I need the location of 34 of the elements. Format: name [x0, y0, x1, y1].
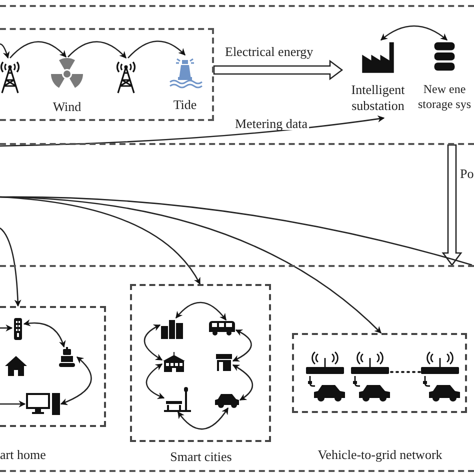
double-arrow — [232, 364, 254, 401]
dotted-line — [390, 371, 421, 373]
group-title: art home — [0, 448, 46, 461]
edge-label: Electrical energy — [224, 45, 314, 58]
arrow — [0, 324, 13, 332]
arrow — [0, 400, 26, 408]
dashed-region — [0, 265, 474, 472]
group-title: Vehicle-to-grid network — [318, 448, 442, 461]
node-label: Wind — [52, 99, 82, 116]
arrow — [0, 115, 385, 147]
double-arrow — [60, 356, 92, 405]
double-arrow — [144, 324, 163, 361]
dashed-region — [0, 28, 214, 121]
arrow — [0, 43, 10, 59]
double-arrow — [177, 407, 229, 430]
double-arrow — [146, 363, 165, 399]
double-arrow — [232, 329, 252, 362]
double-arrow — [176, 302, 226, 321]
node-label: New ene storage sys — [417, 82, 472, 112]
arrow — [128, 40, 186, 58]
double-arrow — [23, 320, 66, 348]
node-label: Tide — [173, 97, 197, 114]
hollow-arrow — [442, 144, 462, 266]
group-title: Smart cities — [170, 450, 232, 463]
arrow — [0, 196, 382, 334]
arrow — [0, 228, 22, 307]
arrow — [0, 196, 201, 285]
arrow — [10, 41, 66, 58]
arrow — [68, 41, 126, 58]
node-label: Intelligent substation — [350, 82, 406, 114]
arrow-label: Po — [460, 167, 474, 180]
hollow-arrow — [213, 60, 344, 80]
double-arrow — [380, 25, 448, 41]
edge-label: Metering data — [234, 117, 309, 130]
